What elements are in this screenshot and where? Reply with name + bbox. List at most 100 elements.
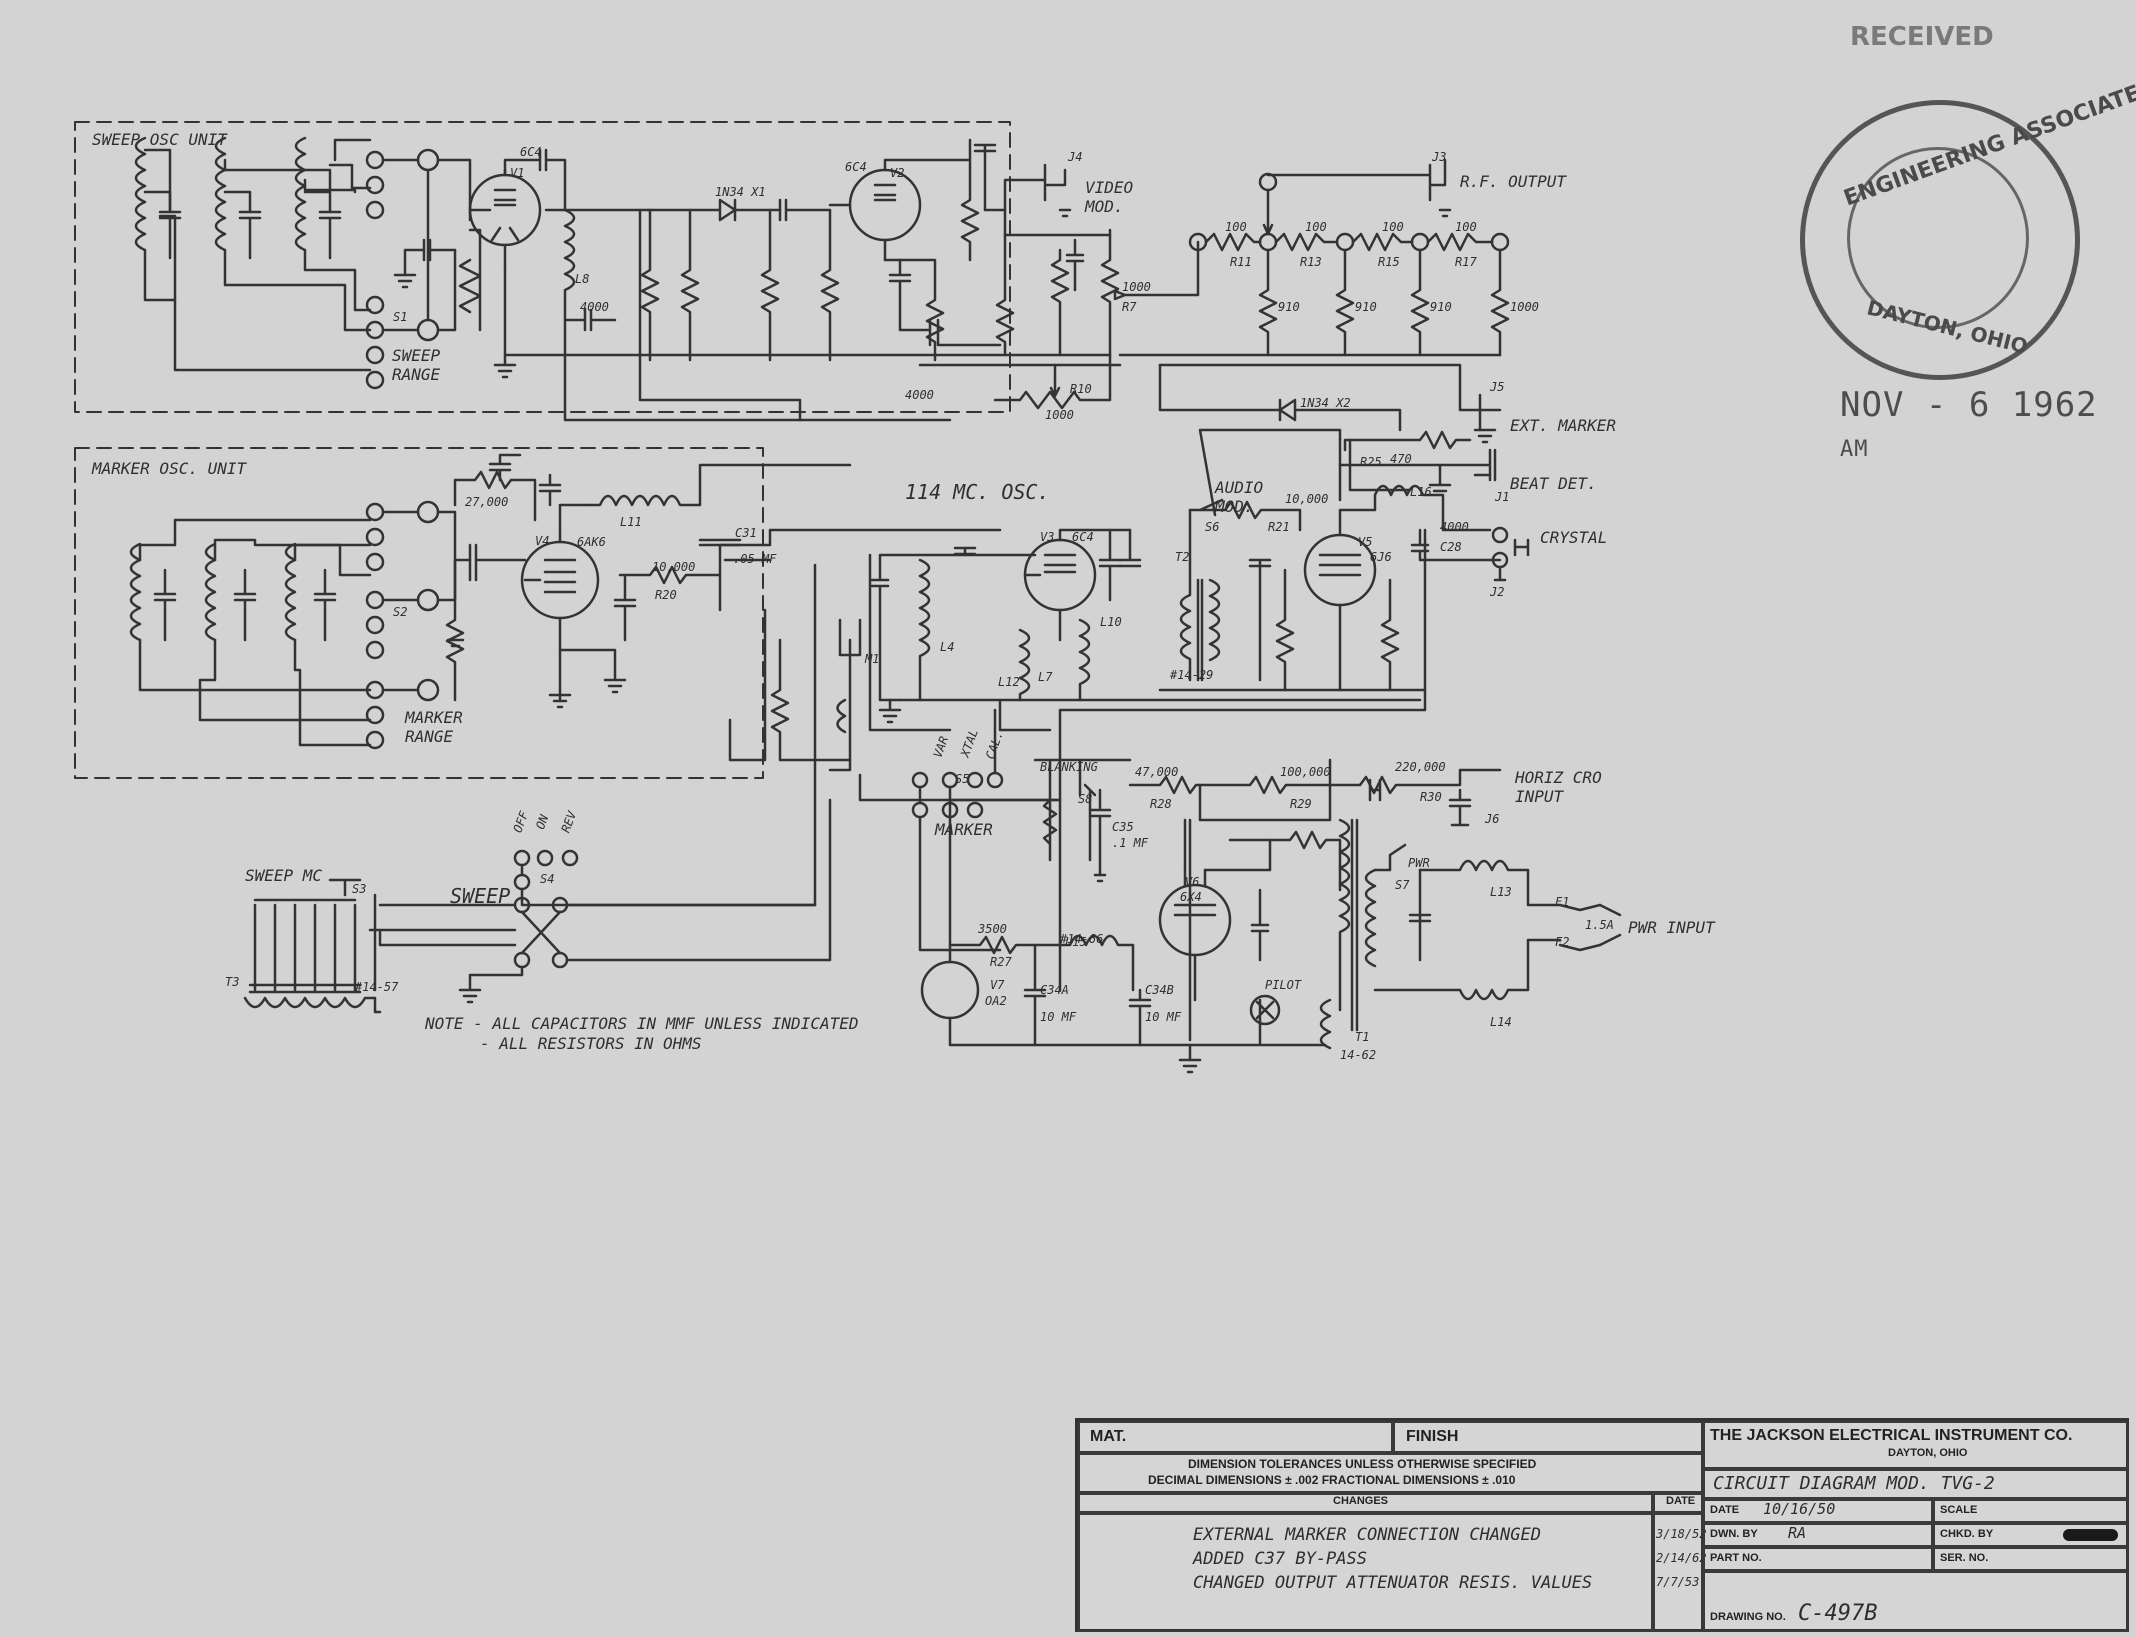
c28-label: C28 [1440, 540, 1462, 554]
t2-part: #14-29 [1170, 668, 1214, 682]
v3-label: V3 [1040, 530, 1055, 544]
r10-value: 1000 [1045, 408, 1074, 422]
sweep-osc-unit-box [74, 121, 1011, 413]
chkd-by-cell [1933, 1523, 2129, 1547]
v1-type: 6C4 [520, 145, 542, 159]
sweep-mc-label: SWEEP MC [245, 866, 323, 885]
marker-switch-label: MARKER [935, 820, 993, 839]
chkd-by-mark [2063, 1529, 2118, 1541]
osc-114-label: 114 MC. OSC. [905, 480, 1050, 504]
part-no-label: PART NO. [1710, 1552, 1762, 1564]
marker-coil-1 [129, 542, 142, 642]
rf-output-label: R.F. OUTPUT [1460, 172, 1566, 191]
r30-label: R30 [1420, 790, 1442, 804]
pilot-label: PILOT [1265, 978, 1302, 992]
l15-label: L15 [1065, 935, 1087, 949]
finish-cell [1393, 1421, 1703, 1453]
drawing-title-cell [1703, 1469, 2129, 1499]
c35-value: .1 MF [1112, 836, 1149, 850]
sweep-coil-3 [294, 136, 307, 252]
video-mod-label: VIDEO MOD. [1085, 178, 1134, 216]
audio-mod-label: AUDIO MOD. [1215, 478, 1264, 516]
ser-no-cell [1933, 1547, 2129, 1571]
fuse-value: 1.5A [1585, 918, 1614, 932]
s7-label: S7 [1395, 878, 1410, 892]
horiz-cro-input-label: HORIZ CRO INPUT [1515, 768, 1602, 806]
r13-value: 100 [1305, 220, 1327, 234]
r25-value: 470 [1390, 452, 1412, 466]
sweep-coil-2 [214, 136, 227, 252]
change-note-1: EXTERNAL MARKER CONNECTION CHANGED [1193, 1525, 1541, 1545]
drawing-no-label: DRAWING NO. [1710, 1611, 1786, 1623]
sweep-coil-1 [134, 136, 147, 252]
mat-cell [1078, 1421, 1393, 1453]
r13-label: R13 [1300, 255, 1322, 269]
r17b-value: 27,000 [465, 495, 509, 509]
v6-type: 6X4 [1180, 890, 1202, 904]
r27-label: R27 [990, 955, 1012, 969]
change-dates-cell [1653, 1513, 1703, 1632]
chkd-by-label: CHKD. BY [1940, 1528, 1994, 1540]
change-date-1: 3/18/52 [1656, 1527, 1707, 1541]
ser-no-label: SER. NO. [1940, 1552, 1989, 1564]
c6-value: 4000 [905, 388, 934, 402]
r17-value: 100 [1455, 220, 1477, 234]
v3-type: 6C4 [1072, 530, 1094, 544]
c34a-label: C34A [1040, 983, 1069, 997]
changes-header: CHANGES [1333, 1495, 1389, 1507]
l8-label: L8 [575, 272, 590, 286]
received-time: AM [1840, 437, 1869, 462]
r20-value: 10,000 [652, 560, 696, 574]
change-date-3: 7/7/53 [1656, 1575, 1700, 1589]
c34b-label: C34B [1145, 983, 1174, 997]
date-value: 10/16/50 [1763, 1500, 1836, 1518]
date-label: DATE [1710, 1504, 1740, 1516]
r29-label: R29 [1290, 797, 1312, 811]
r17-label: R17 [1455, 255, 1477, 269]
crystal-label: CRYSTAL [1540, 528, 1608, 547]
c31-label: C31 [735, 526, 757, 540]
j1-label: J1 [1495, 490, 1510, 504]
v7-label: V7 [990, 978, 1005, 992]
r16-value: 910 [1430, 300, 1452, 314]
c34a-value: 10 MF [1040, 1010, 1077, 1024]
ext-marker-label: EXT. MARKER [1510, 416, 1616, 435]
change-note-2: ADDED C37 BY-PASS [1193, 1549, 1367, 1569]
blanking-label: BLANKING [1040, 760, 1098, 774]
f1-label: F1 [1555, 895, 1570, 909]
drawing-no-cell [1703, 1571, 2129, 1632]
s2-label: S2 [393, 605, 408, 619]
r21-value: 10,000 [1285, 492, 1329, 506]
v4-type: 6AK6 [577, 535, 606, 549]
marker-osc-unit-label: MARKER OSC. UNIT [92, 459, 247, 478]
l7-coil [1018, 628, 1031, 702]
r7-label: R7 [1122, 300, 1137, 314]
pwr-input-label: PWR INPUT [1628, 918, 1715, 937]
l12-label: L12 [998, 675, 1020, 689]
dwn-by-cell [1703, 1523, 1933, 1547]
beat-det-label: BEAT DET. [1510, 474, 1597, 493]
j2-label: J2 [1490, 585, 1505, 599]
s4-label: S4 [540, 872, 555, 886]
j6-label: J6 [1485, 812, 1500, 826]
engineering-associates-seal: ENGINEERING ASSOCIATES DAYTON, OHIO [1800, 75, 2136, 380]
v7-type: OA2 [985, 994, 1007, 1008]
marker-coil-3 [284, 542, 297, 642]
dwn-by-label: DWN. BY [1710, 1528, 1758, 1540]
l7-label: L7 [1038, 670, 1053, 684]
l16-label: L16 [1410, 485, 1432, 499]
marker-osc-unit-box [74, 447, 764, 779]
sweep-range-label: SWEEP RANGE [392, 346, 441, 384]
m1-label: M1 [865, 652, 880, 666]
r21-label: R21 [1268, 520, 1290, 534]
r20-label: R20 [655, 588, 677, 602]
dwn-by-value: RA [1788, 1524, 1807, 1542]
seal-inner-ring [1847, 147, 2029, 329]
c28-value: 4000 [1440, 520, 1469, 534]
x2-diode-label: 1N34 X2 [1300, 396, 1351, 410]
changes-header-cell [1078, 1493, 1653, 1513]
j3-label: J3 [1432, 150, 1447, 164]
c9-value: 4000 [580, 300, 609, 314]
s5-label: S5 [955, 772, 970, 786]
l14-label: L14 [1490, 1015, 1512, 1029]
